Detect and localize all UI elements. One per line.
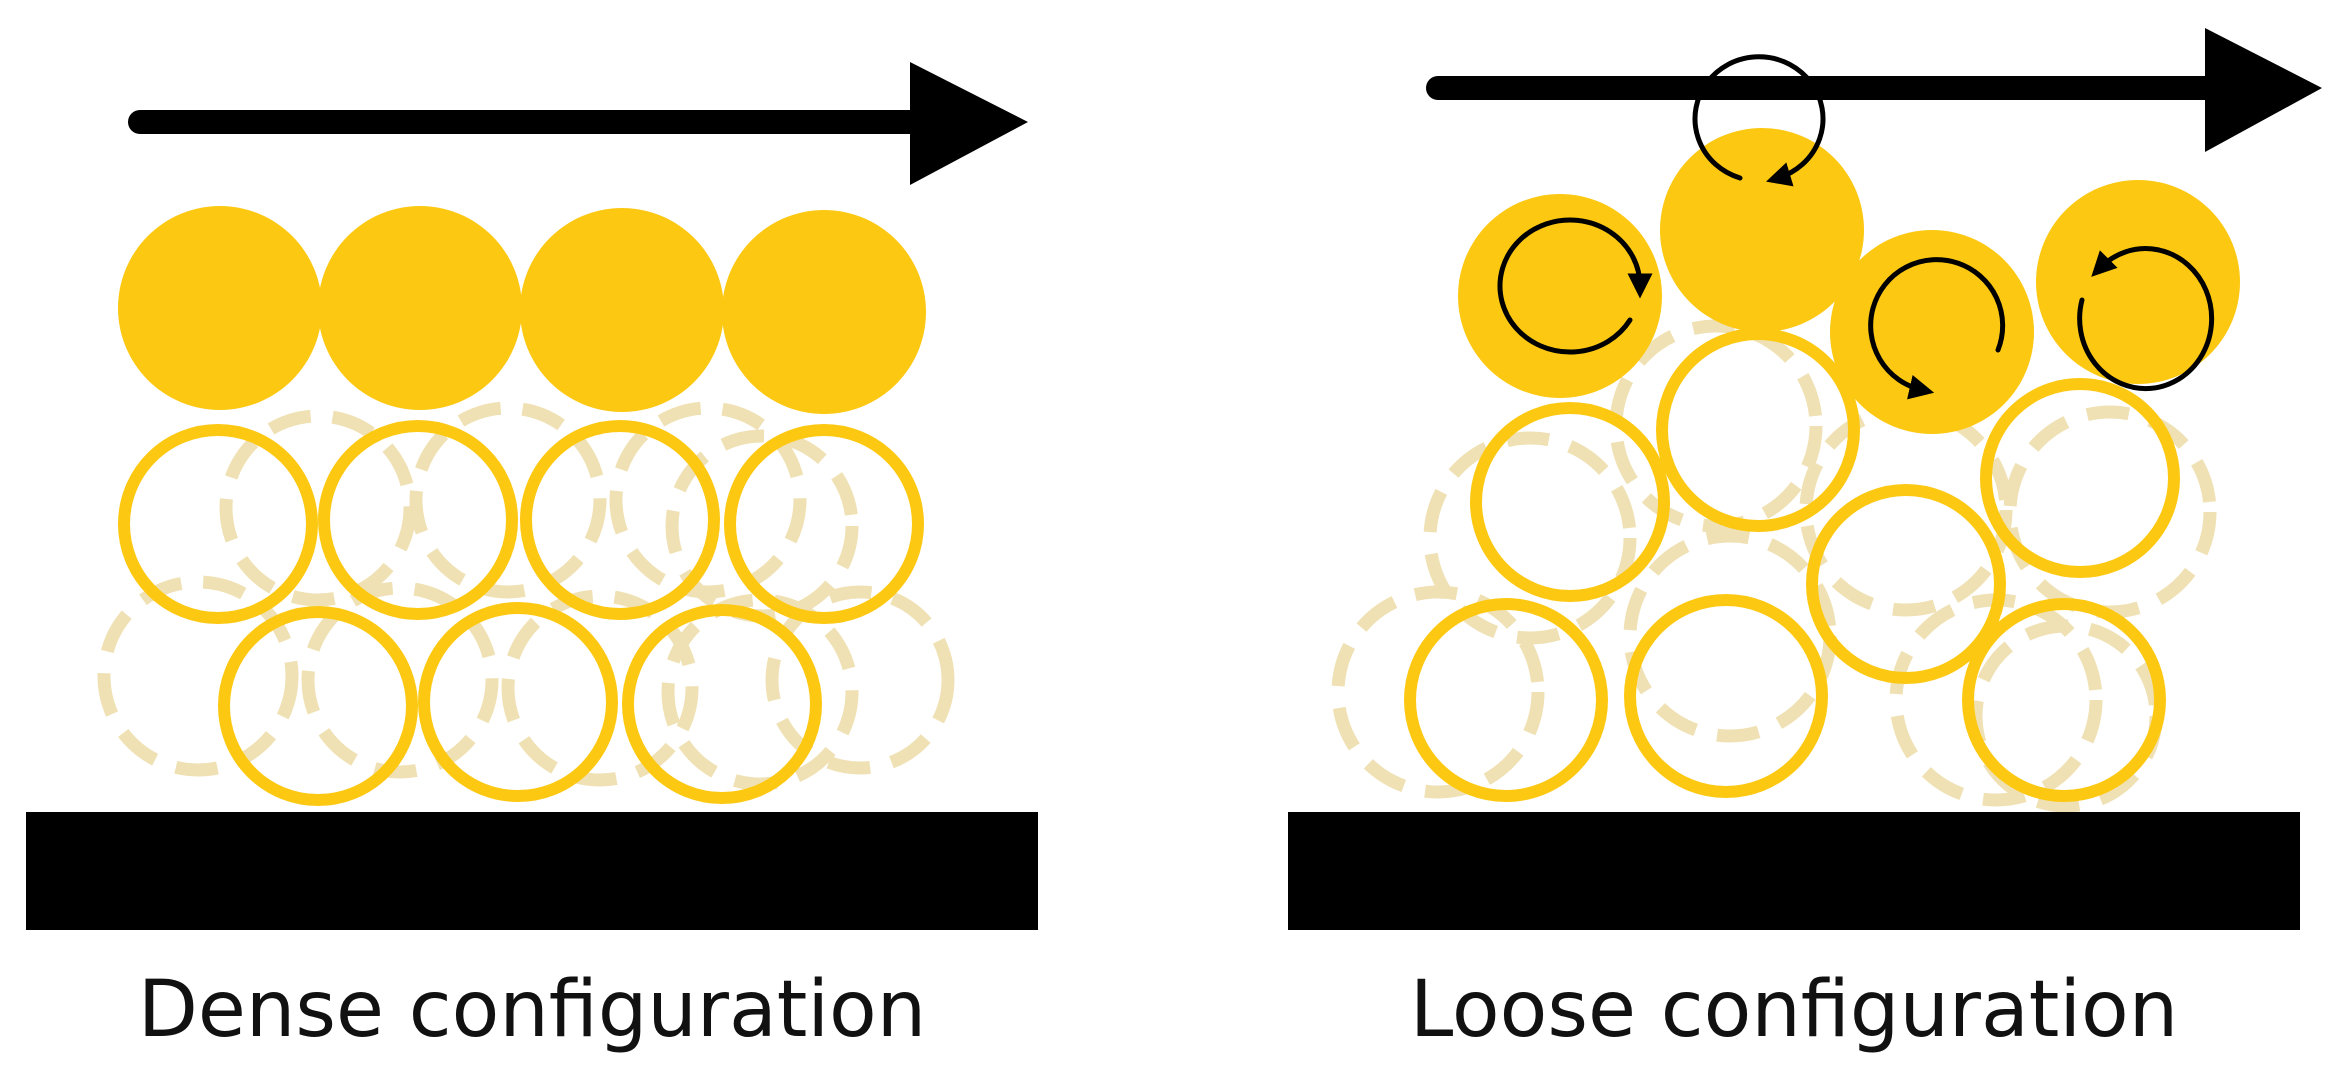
dense-grain bbox=[724, 424, 924, 624]
loose-outlined-grains bbox=[1404, 328, 2180, 802]
dense-shear-flow-arrow bbox=[128, 62, 1028, 185]
loose-top-rotating-grains bbox=[1458, 128, 2240, 434]
loose-rotating-grain bbox=[1660, 128, 1864, 332]
loose-configuration-caption: Loose configuration bbox=[1409, 965, 2179, 1055]
loose-rotating-grain bbox=[2036, 180, 2240, 384]
loose-grain bbox=[1470, 402, 1670, 602]
dense-grain bbox=[218, 606, 418, 806]
dense-ghost-grain bbox=[301, 581, 499, 779]
dense-grain bbox=[318, 420, 518, 620]
circular-rotation-arrow-icon bbox=[1692, 54, 1826, 187]
loose-grain bbox=[1624, 594, 1828, 798]
loose-rotation-arrows bbox=[1497, 54, 2215, 400]
dense-ghost-grain bbox=[219, 409, 417, 607]
loose-ghost-grain bbox=[2003, 405, 2217, 619]
dense-moving-grain bbox=[118, 206, 322, 410]
loose-ghost-grain bbox=[1609, 319, 1823, 533]
dense-grain bbox=[622, 604, 822, 804]
dense-middle-row bbox=[118, 420, 924, 624]
dense-grain bbox=[520, 420, 720, 620]
dense-ghost-grain bbox=[501, 589, 699, 787]
loose-ghost-grain bbox=[1799, 403, 2013, 617]
loose-ghost-grain bbox=[1423, 431, 1637, 645]
loose-grain bbox=[1806, 484, 2006, 684]
loose-grain bbox=[1980, 378, 2180, 578]
dense-ghost-grain bbox=[409, 401, 607, 599]
circular-rotation-arrow-icon bbox=[2077, 246, 2215, 392]
dense-moving-grain bbox=[318, 206, 522, 410]
dense-moving-grain bbox=[520, 208, 724, 412]
dense-configuration-caption: Dense configuration bbox=[137, 965, 927, 1055]
dense-ghost-grain bbox=[765, 585, 955, 775]
loose-grain bbox=[1404, 598, 1608, 802]
dense-grain bbox=[118, 424, 318, 624]
circular-rotation-arrow-icon bbox=[1868, 257, 2006, 400]
loose-shear-flow-arrow bbox=[1426, 28, 2322, 152]
loose-panel bbox=[1288, 28, 2322, 930]
loose-substrate bbox=[1288, 812, 2300, 930]
dense-moving-grain bbox=[722, 210, 926, 414]
circular-rotation-arrow-icon bbox=[1497, 217, 1653, 355]
dense-bottom-row bbox=[218, 602, 822, 806]
loose-grain bbox=[1656, 328, 1860, 532]
loose-ghost-grain bbox=[1331, 585, 1545, 799]
dense-ghost-grain bbox=[97, 575, 299, 777]
dense-top-moving-grains bbox=[118, 206, 926, 414]
dense-grain bbox=[418, 602, 618, 802]
loose-rotating-grain bbox=[1458, 194, 1662, 398]
dense-panel bbox=[26, 62, 1038, 930]
dense-substrate bbox=[26, 812, 1038, 930]
loose-grain bbox=[1962, 598, 2166, 802]
